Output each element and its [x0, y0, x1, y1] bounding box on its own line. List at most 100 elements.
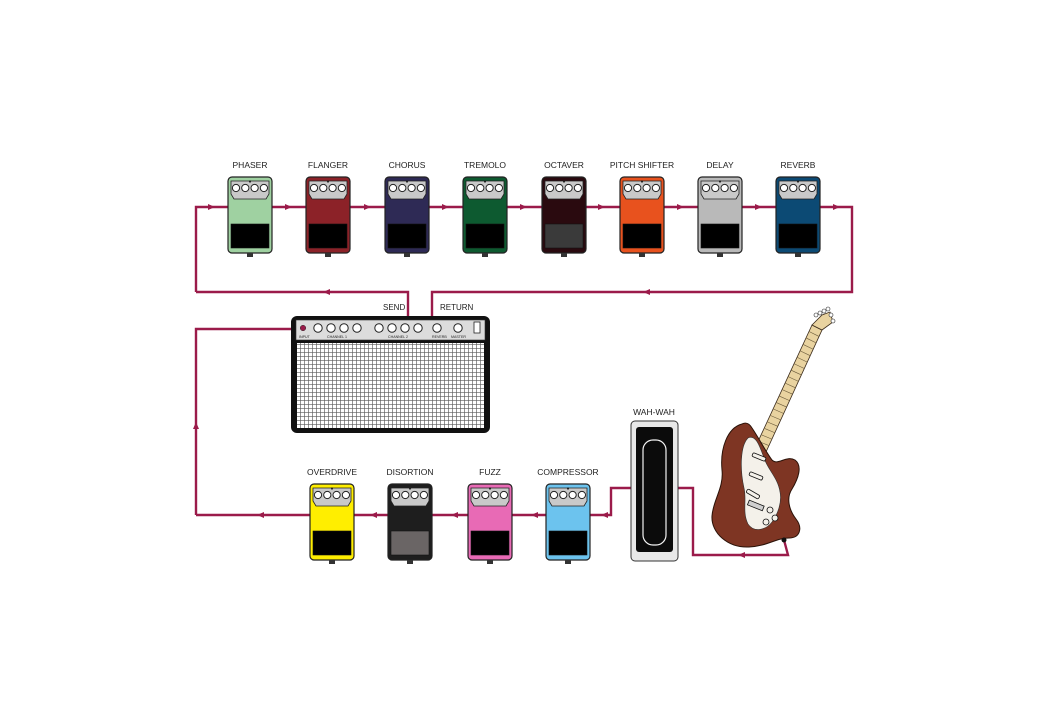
- pedal-knob: [651, 183, 661, 193]
- cable-arrow: [677, 204, 684, 210]
- pedal-knob: [231, 183, 241, 193]
- cable-arrow: [833, 204, 840, 210]
- amp-knob: [453, 323, 463, 333]
- pedal-led: [326, 180, 330, 183]
- guitar-fret: [791, 370, 802, 376]
- cable-arrow: [323, 289, 330, 295]
- amp-knob: [374, 323, 384, 333]
- cable-front: [194, 327, 303, 515]
- pedal-knob: [416, 183, 425, 193]
- pedal-knob: [577, 490, 587, 500]
- pedal-jack: [639, 253, 645, 257]
- guitar-fret: [767, 421, 778, 427]
- pedal-knob: [259, 183, 268, 193]
- pedal-footswitch: [312, 530, 352, 556]
- amp-reverb-label: REVERB: [432, 335, 447, 339]
- pedal-knob-plate: [308, 180, 348, 200]
- pedal-knob: [419, 490, 428, 500]
- electric-guitar: [711, 306, 836, 548]
- cable-arrow: [285, 204, 292, 210]
- pedal-knob: [341, 490, 350, 500]
- amp-knob: [387, 323, 397, 333]
- cable-arrow: [208, 204, 215, 210]
- amp-knob: [326, 323, 336, 333]
- pedal-knob: [798, 183, 807, 193]
- pedal-knob-plate: [778, 180, 818, 200]
- pedal-label: DISORTION: [386, 467, 433, 477]
- guitar-fret: [770, 415, 781, 421]
- cable-arrow: [738, 552, 745, 558]
- pedal-knob: [337, 183, 346, 193]
- pedal-knob: [328, 183, 337, 193]
- cable-arrow: [520, 204, 527, 210]
- pedal-knob: [476, 183, 485, 193]
- pedal-knob: [398, 183, 407, 193]
- amplifier: INPUT CHANNEL 1 CHANNEL 2 REVERB MASTER …: [291, 303, 490, 433]
- pedal-knob-plate: [622, 180, 662, 200]
- pedal-jack: [329, 560, 335, 564]
- pedal-knob-plate: [700, 180, 740, 200]
- guitar-fret: [797, 357, 808, 363]
- pedal-knob: [250, 183, 259, 193]
- amp-master-label: MASTER: [451, 335, 466, 339]
- pedal-led: [796, 180, 800, 183]
- pedal-knob: [555, 183, 564, 193]
- pedal-knob: [410, 490, 419, 500]
- pedal-footswitch: [387, 223, 427, 249]
- pedal-led: [640, 180, 644, 183]
- pedal-label: TREMOLO: [464, 160, 506, 170]
- pedal-jack: [404, 253, 410, 257]
- pedal-footswitch: [390, 530, 430, 556]
- cable-arrow: [370, 512, 377, 518]
- pedal-knob-plate: [465, 180, 505, 200]
- pedal-knob-plate: [390, 487, 430, 507]
- pedal-knob-plate: [470, 487, 510, 507]
- pedal-knob: [391, 490, 401, 500]
- cable-arrow: [755, 204, 762, 210]
- cable-arrow: [193, 422, 199, 429]
- pedal-knob: [323, 490, 332, 500]
- guitar-fret: [776, 402, 787, 408]
- input-jack: [299, 324, 307, 332]
- guitar-tuner: [817, 310, 823, 316]
- pedal-footswitch: [778, 223, 818, 249]
- pedal-jack: [482, 253, 488, 257]
- pedal-led: [408, 487, 412, 490]
- pedal-footswitch: [548, 530, 588, 556]
- pedal-knob: [779, 183, 789, 193]
- pedal-chorus: CHORUS: [384, 160, 430, 257]
- pedal-label: PITCH SHIFTER: [610, 160, 674, 170]
- pedal-knob: [545, 183, 555, 193]
- pedal-jack: [565, 560, 571, 564]
- guitar-fret: [779, 395, 790, 401]
- pedal-jack: [487, 560, 493, 564]
- amp-knob: [352, 323, 362, 333]
- pedal-footswitch: [544, 223, 584, 249]
- cable-arrow: [451, 512, 458, 518]
- pedal-knob: [568, 490, 577, 500]
- guitar-fret: [785, 382, 796, 389]
- amp-knob: [313, 323, 323, 333]
- guitar-tuner: [830, 318, 836, 324]
- guitar-fret: [805, 337, 817, 344]
- pedal-knob: [481, 490, 490, 500]
- pedal-knob: [313, 490, 323, 500]
- amp-channel2-label: CHANNEL 2: [388, 335, 408, 339]
- pedal-led: [718, 180, 722, 183]
- guitar-fret: [794, 363, 805, 369]
- cable-arrow: [598, 204, 605, 210]
- amp-send-label: SEND: [383, 303, 405, 312]
- pedal-knob: [720, 183, 729, 193]
- guitar-fret: [803, 344, 814, 350]
- pedal-jack: [247, 253, 253, 257]
- pedal-jack: [795, 253, 801, 257]
- guitar-pickups: [746, 452, 767, 500]
- pedal-delay: DELAY: [697, 160, 743, 257]
- pedal-knob: [499, 490, 508, 500]
- pedal-fuzz: FUZZ: [467, 467, 513, 564]
- pedal-phaser: PHASER: [227, 160, 273, 257]
- pedal-knob: [573, 183, 583, 193]
- pedal-knob-plate: [230, 180, 270, 200]
